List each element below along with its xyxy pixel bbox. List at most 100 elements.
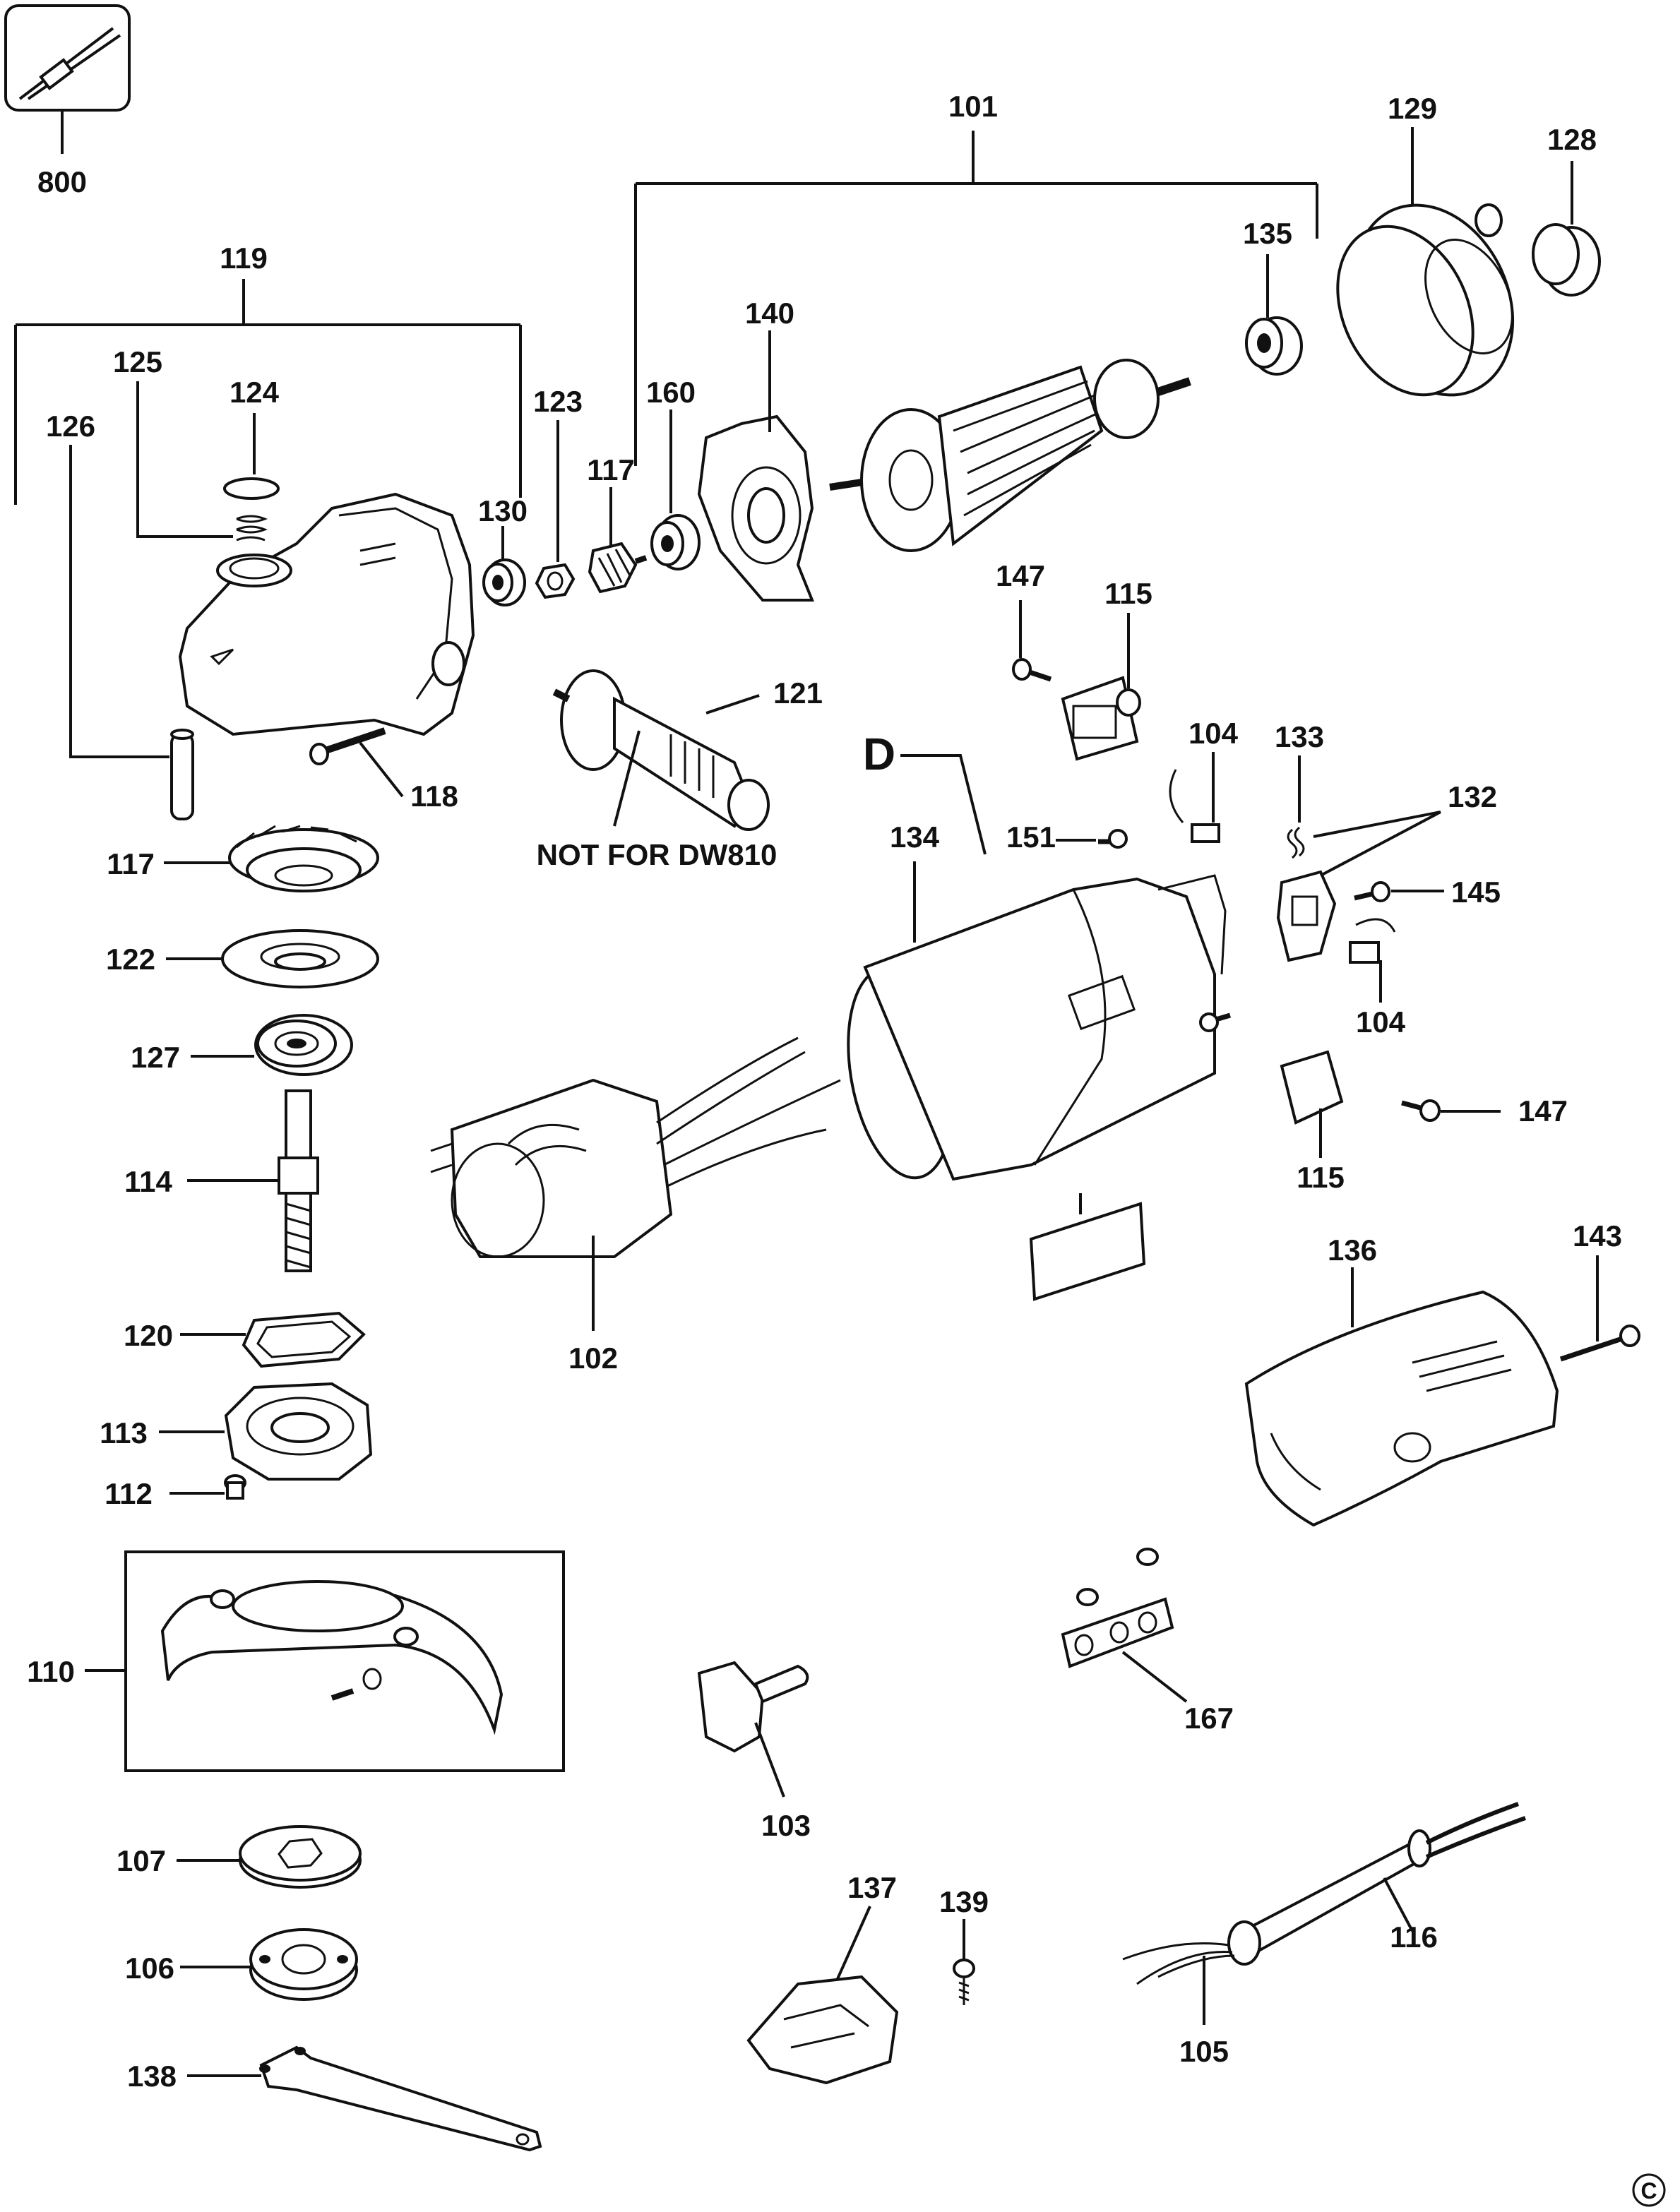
part-127-bearing [254,1014,353,1076]
label-160: 160 [646,376,696,409]
label-128: 128 [1547,123,1597,156]
label-116: 116 [1390,1920,1438,1954]
label-140: 140 [745,297,794,330]
label-167: 167 [1184,1702,1234,1735]
part-105-cable [1122,1942,1235,1985]
part-147-screw-top [1012,658,1052,682]
label-800: 800 [37,165,87,198]
label-130: 130 [478,494,528,527]
label-125: 125 [113,345,162,378]
label-129: 129 [1388,92,1437,125]
part-133-spring [1287,826,1305,859]
label-132: 132 [1448,780,1497,813]
label-134: 134 [890,820,940,854]
section-letter-d: D [863,729,895,779]
label-110: 110 [27,1655,75,1688]
part-130-bearing [482,558,526,606]
label-133: 133 [1275,720,1324,753]
part-106-nut [249,1928,358,2001]
label-139: 139 [939,1885,989,1918]
part-145-screw [1354,881,1390,902]
label-151: 151 [1006,820,1056,854]
part-122-flange [221,929,379,988]
label-122: 122 [106,943,155,976]
part-115-plate-top [1061,676,1141,761]
part-135-bearing [1245,316,1303,376]
label-147a: 147 [996,559,1045,592]
part-124-o-ring [223,477,280,500]
part-137-cable-clamp [746,1975,899,2085]
label-103: 103 [761,1809,811,1842]
part-160-bearing [650,514,701,570]
part-113-bearing-plate [224,1382,373,1481]
label-119: 119 [220,241,268,275]
part-147-screw-bottom [1401,1099,1441,1122]
label-138: 138 [127,2059,177,2093]
label-137: 137 [847,1871,897,1904]
armature [829,359,1191,552]
part-140-baffle [697,414,814,602]
part-151-screw [1098,829,1128,849]
part-121-side-handle [552,669,770,831]
part-117-pinion [588,542,648,594]
label-124: 124 [230,376,280,409]
part-120-seal [242,1311,366,1368]
part-motor-screw [1199,1012,1232,1032]
label-120: 120 [124,1319,173,1352]
part-117-bevel-gear [228,825,379,892]
label-104a: 104 [1188,717,1239,750]
label-135: 135 [1243,217,1292,250]
label-145: 145 [1451,875,1501,909]
part-114-spindle [278,1089,319,1272]
svg-text:C: C [1640,2178,1657,2204]
label-118: 118 [410,779,458,813]
part-110-guard [124,1550,565,1772]
label-101: 101 [948,90,998,123]
part-125-spring [236,515,268,542]
label-115b: 115 [1297,1161,1345,1194]
label-115a: 115 [1104,577,1152,610]
label-117a: 117 [587,453,635,486]
part-112-screw [224,1474,246,1500]
label-106: 106 [125,1951,174,1985]
part-107-flange [239,1825,362,1889]
part-126-pin [170,729,194,820]
part-167-terminal-block [1061,1548,1174,1668]
part-115-plate-bottom [1280,1050,1344,1125]
part-800-icon [4,4,131,154]
note-not-for-dw810: NOT FOR DW810 [537,838,778,871]
label-117b: 117 [107,847,155,880]
label-card [1029,1193,1146,1301]
label-102: 102 [568,1341,618,1375]
part-143-screw [1559,1325,1640,1362]
label-147b: 147 [1518,1094,1568,1128]
label-121: 121 [773,676,823,710]
label-126: 126 [46,409,95,443]
part-129-bearing-housing [1336,203,1515,397]
gear-head-housing [178,492,475,736]
label-104b: 104 [1356,1005,1406,1039]
part-102-stator [430,1036,841,1258]
label-143: 143 [1573,1219,1622,1253]
part-132-brush-holder [1276,870,1337,962]
part-104-brush-bottom [1349,918,1396,964]
bracket-101 [634,131,1318,466]
label-112: 112 [105,1477,153,1510]
label-127: 127 [131,1041,180,1074]
bracket-119 [14,279,522,505]
part-134-motor-housing [847,874,1227,1181]
label-105: 105 [1179,2035,1229,2068]
part-136-rear-cover [1244,1290,1559,1527]
label-113: 113 [100,1416,148,1449]
label-123: 123 [533,385,583,418]
part-123-nut [535,563,576,599]
copyright-mark: C [1632,2173,1666,2207]
part-103-switch [697,1661,809,1753]
label-136: 136 [1328,1233,1377,1267]
part-139-screw [953,1959,975,2005]
label-107: 107 [117,1844,166,1877]
part-116-cord-guard [1227,1802,1527,1966]
part-104-brush-top [1169,769,1220,843]
part-128-ring [1532,223,1601,297]
